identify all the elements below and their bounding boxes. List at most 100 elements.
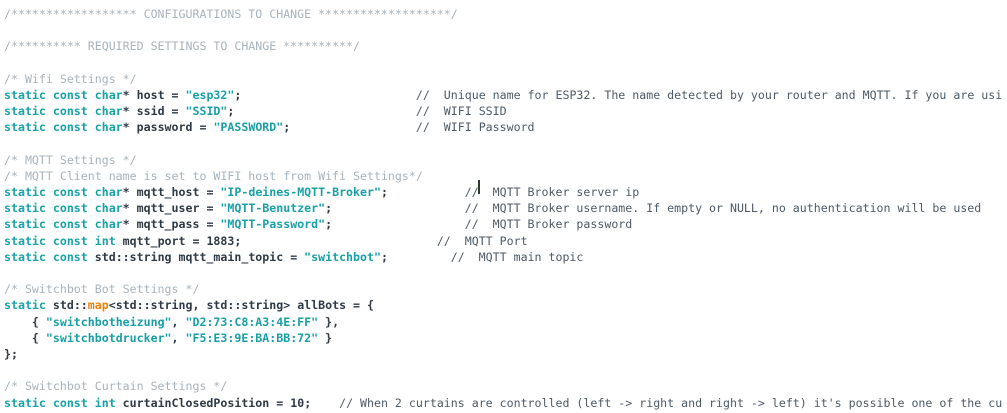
code-token-id: mqtt_main_topic bbox=[178, 249, 284, 264]
code-token-op: = bbox=[255, 412, 276, 413]
code-token-id: mqtt_port bbox=[122, 233, 186, 248]
code-line: { "switchbotdrucker", "F5:E3:9E:BA:BB:72… bbox=[4, 330, 1002, 346]
code-token-pun: { bbox=[367, 298, 375, 313]
code-token-pun: }, bbox=[318, 314, 340, 329]
code-line: static const int curtainOpenPosition = 1… bbox=[4, 411, 1002, 413]
code-token-op: = bbox=[199, 185, 221, 200]
code-token-str: "SSID" bbox=[185, 104, 228, 119]
code-token-pun: { bbox=[4, 330, 46, 345]
code-line: }; bbox=[4, 346, 1002, 362]
code-token-pun: } bbox=[318, 330, 333, 345]
code-token-pad bbox=[332, 201, 465, 215]
code-line: static const char* ssid = "SSID"; // WIF… bbox=[4, 103, 1002, 119]
code-text-area[interactable]: /****************** CONFIGURATIONS TO CH… bbox=[4, 6, 1002, 413]
code-line: static const char* mqtt_user = "MQTT-Ben… bbox=[4, 200, 1002, 216]
code-token-pad bbox=[311, 396, 339, 410]
code-line: static const int mqtt_port = 1883; // MQ… bbox=[4, 233, 1002, 249]
code-token-op: * bbox=[122, 87, 137, 102]
code-token-id: mqtt_host bbox=[136, 185, 200, 200]
code-line: /****************** CONFIGURATIONS TO CH… bbox=[4, 6, 1002, 22]
code-token-kw: static const char bbox=[4, 120, 123, 135]
code-token-str: "esp32" bbox=[185, 87, 235, 102]
code-token-str: "MQTT-Password" bbox=[220, 217, 326, 232]
code-token-kw: static const char bbox=[4, 185, 123, 200]
code-token-pun: ; bbox=[325, 201, 333, 216]
code-token-pad bbox=[388, 250, 451, 264]
code-token-op: * bbox=[122, 217, 137, 232]
code-token-op: * bbox=[122, 185, 137, 200]
code-token-cmt: /* Switchbot Bot Settings */ bbox=[4, 282, 200, 297]
code-token-op: = bbox=[269, 395, 291, 410]
code-token-pun: ; bbox=[325, 217, 333, 232]
code-token-pun: ; bbox=[227, 104, 235, 119]
code-token-cmt2: // When 2 curtains are controlled (left … bbox=[339, 395, 1003, 410]
code-token-op: = bbox=[283, 249, 305, 264]
code-token-id: std:: bbox=[52, 298, 88, 313]
code-line: { "switchbotheizung", "D2:73:C8:A3:4E:FF… bbox=[4, 314, 1002, 330]
code-token-kw: static const char bbox=[4, 104, 123, 119]
code-token-str: "D2:73:C8:A3:4E:FF" bbox=[185, 314, 319, 329]
code-token-pun: }; bbox=[4, 346, 18, 361]
code-token-id: allBots bbox=[297, 298, 347, 313]
code-token-pun: ; bbox=[283, 120, 291, 135]
code-token-pun: ; bbox=[380, 249, 388, 264]
code-token-id: mqtt_pass bbox=[136, 217, 200, 232]
code-token-cmt2: // ... bbox=[332, 412, 374, 413]
code-token-pad bbox=[388, 185, 465, 199]
code-token-cmt2: // MQTT Broker username. If empty or NUL… bbox=[464, 201, 982, 216]
code-line: /* Switchbot Bot Settings */ bbox=[4, 281, 1002, 297]
code-token-pun: , bbox=[171, 330, 186, 345]
code-token-op bbox=[116, 234, 123, 248]
code-token-id: password bbox=[136, 120, 193, 135]
code-token-op: = bbox=[346, 298, 368, 313]
code-line: /* MQTT Settings */ bbox=[4, 152, 1002, 168]
code-line: static const char* password = "PASSWORD"… bbox=[4, 119, 1002, 135]
code-line: /********** REQUIRED SETTINGS TO CHANGE … bbox=[4, 38, 1002, 54]
code-token-pun: ; bbox=[297, 412, 304, 413]
code-token-op: = bbox=[199, 201, 221, 216]
code-token-cmt: /********** REQUIRED SETTINGS TO CHANGE … bbox=[4, 39, 360, 54]
code-token-op: = bbox=[185, 233, 207, 248]
code-line: static const char* mqtt_pass = "MQTT-Pas… bbox=[4, 216, 1002, 232]
code-token-kw: static const char bbox=[4, 201, 123, 216]
code-token-kw: static const int bbox=[4, 395, 116, 410]
code-line: /* MQTT Client name is set to WIFI host … bbox=[4, 168, 1002, 184]
code-token-op bbox=[88, 250, 95, 264]
code-token-str: "switchbotheizung" bbox=[45, 314, 172, 329]
code-line: /* Wifi Settings */ bbox=[4, 71, 1002, 87]
code-token-id: host bbox=[136, 87, 165, 102]
code-token-id: mqtt_user bbox=[136, 201, 200, 216]
code-line: static const char* host = "esp32"; // Un… bbox=[4, 87, 1002, 103]
code-token-kw: static bbox=[4, 298, 46, 313]
code-token-str: "IP-deines-MQTT-Broker" bbox=[220, 185, 381, 200]
code-token-op: = bbox=[164, 104, 186, 119]
code-token-type: map bbox=[87, 298, 109, 313]
code-token-cmt2: // MQTT main topic bbox=[450, 249, 584, 264]
code-token-str: "F5:E3:9E:BA:BB:72" bbox=[185, 330, 319, 345]
code-token-op: * bbox=[122, 201, 137, 216]
code-token-pad bbox=[241, 234, 436, 248]
code-token-id: <std::string, std::string> bbox=[108, 298, 298, 313]
code-token-pad bbox=[290, 120, 416, 134]
code-token-id: curtainClosedPosition bbox=[122, 395, 270, 410]
code-token-kw: static const char bbox=[4, 87, 123, 102]
code-token-cmt2: // Unique name for ESP32. The name detec… bbox=[415, 87, 1003, 102]
code-token-kw: static const char bbox=[4, 217, 123, 232]
code-line: /* Switchbot Curtain Settings */ bbox=[4, 378, 1002, 394]
code-line: static const char* mqtt_host = "IP-deine… bbox=[4, 184, 1002, 200]
code-token-pad bbox=[241, 88, 416, 102]
code-token-str: "PASSWORD" bbox=[213, 120, 284, 135]
code-token-pun: { bbox=[4, 314, 46, 329]
code-token-op: = bbox=[164, 87, 186, 102]
code-token-op: = bbox=[192, 120, 214, 135]
code-token-cmt: /* MQTT Client name is set to WIFI host … bbox=[4, 168, 423, 183]
code-token-kw: static const bbox=[4, 249, 88, 264]
code-token-num: 1883 bbox=[206, 233, 235, 248]
code-token-cmt2: // WIFI SSID bbox=[415, 104, 507, 119]
code-token-kw: static const int bbox=[4, 412, 116, 413]
code-token-pun: ; bbox=[380, 185, 388, 200]
code-token-cmt: /* Switchbot Curtain Settings */ bbox=[4, 379, 228, 394]
code-token-id: std::string bbox=[94, 249, 172, 264]
code-token-pad bbox=[332, 217, 465, 231]
